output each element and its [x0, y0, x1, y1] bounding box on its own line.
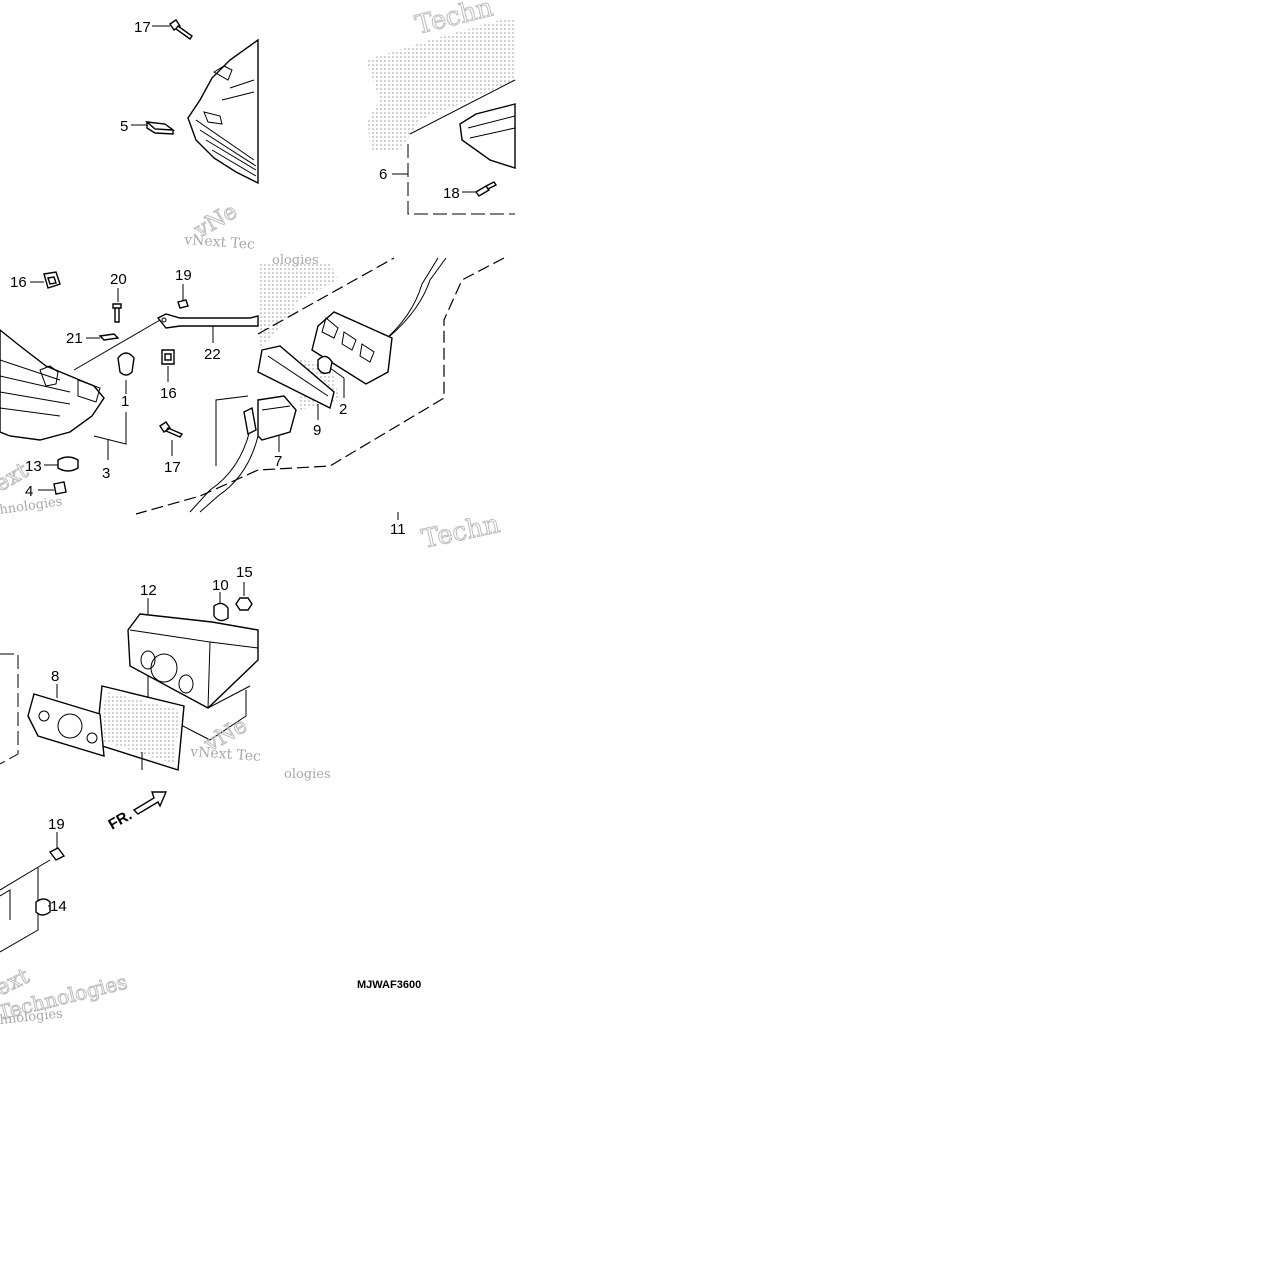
watermark-text: vNext Tec [183, 232, 256, 253]
headlight-housing-top [187, 38, 259, 185]
screw-18 [474, 181, 498, 197]
callout-17b: 17 [164, 459, 181, 476]
license-lens-top [459, 103, 516, 169]
part-21 [98, 333, 120, 341]
callout-13: 13 [25, 458, 42, 475]
callout-11: 11 [390, 521, 406, 538]
part-5-block [144, 121, 176, 135]
nut-15 [235, 597, 253, 611]
panel-lower-left: 12 10 15 8 FR. vNe vNex [0, 564, 331, 833]
callout-1: 1 [121, 393, 129, 410]
callout-12: 12 [140, 582, 157, 599]
clip-16-top [43, 271, 61, 289]
callout-15: 15 [236, 564, 253, 581]
watermark-text: ologies [272, 253, 319, 268]
bolt-19-top [177, 299, 189, 309]
panel-middle-right: ologies 2 9 7 [135, 253, 505, 555]
callout-16: 16 [10, 274, 27, 291]
callout-7: 7 [274, 453, 282, 470]
grommet-13 [57, 456, 79, 472]
diagram-code: MJWAF3600 [357, 979, 421, 991]
callout-20: 20 [110, 271, 127, 288]
bolt-17-top [169, 19, 193, 40]
grommet-10 [213, 602, 229, 622]
watermark-text: hnologies [0, 1006, 63, 1028]
reflector-housing-12 [127, 613, 259, 741]
callout-17: 17 [134, 19, 151, 36]
socket-body [311, 311, 393, 385]
callout-2: 2 [339, 401, 347, 418]
callout-4: 4 [25, 483, 33, 500]
gasket-8 [27, 693, 105, 757]
callout-16b: 16 [160, 385, 177, 402]
callout-19b: 19 [48, 816, 65, 833]
callout-19: 19 [175, 267, 192, 284]
callout-14: 14 [50, 898, 67, 915]
callout-21: 21 [66, 330, 83, 347]
reflector-lens [95, 685, 185, 771]
watermark-logo-dots [258, 262, 338, 350]
callout-22: 22 [204, 346, 221, 363]
screw-20 [112, 303, 122, 323]
watermark-text: vNext Tec [189, 744, 262, 765]
callout-18: 18 [443, 185, 460, 202]
callout-10: 10 [212, 577, 229, 594]
callout-6: 6 [379, 166, 387, 183]
callout-9: 9 [313, 422, 321, 439]
callout-3: 3 [102, 465, 110, 482]
watermark-text: ologies [284, 767, 331, 782]
bolt-17-mid [159, 421, 184, 438]
bolt-19-bottom [48, 847, 66, 861]
grommet-14 [35, 898, 51, 916]
nut-4 [53, 481, 67, 495]
front-label: FR. [106, 807, 135, 834]
lens-7 [257, 395, 297, 441]
panel-bottom-left: 19 14 ext Technologies hnologies [0, 816, 130, 1028]
front-direction-arrow: FR. [106, 791, 168, 834]
panel-middle-left: 16 20 19 22 21 1 16 17 [0, 199, 259, 518]
headlight-unit [0, 329, 105, 441]
callout-5: 5 [120, 118, 128, 135]
callout-8: 8 [51, 668, 59, 685]
watermark-logo-dots [366, 18, 515, 150]
clip-16-mid [161, 349, 175, 365]
watermark-text: Techn [419, 509, 503, 555]
panel-top-right: 6 18 Techn [366, 0, 516, 215]
bulb-2 [317, 355, 333, 375]
panel-top-left: 17 5 [120, 19, 259, 185]
stay-22 [156, 313, 259, 329]
bulb-socket-1 [117, 352, 135, 376]
watermark-text: hnologies [0, 494, 63, 518]
